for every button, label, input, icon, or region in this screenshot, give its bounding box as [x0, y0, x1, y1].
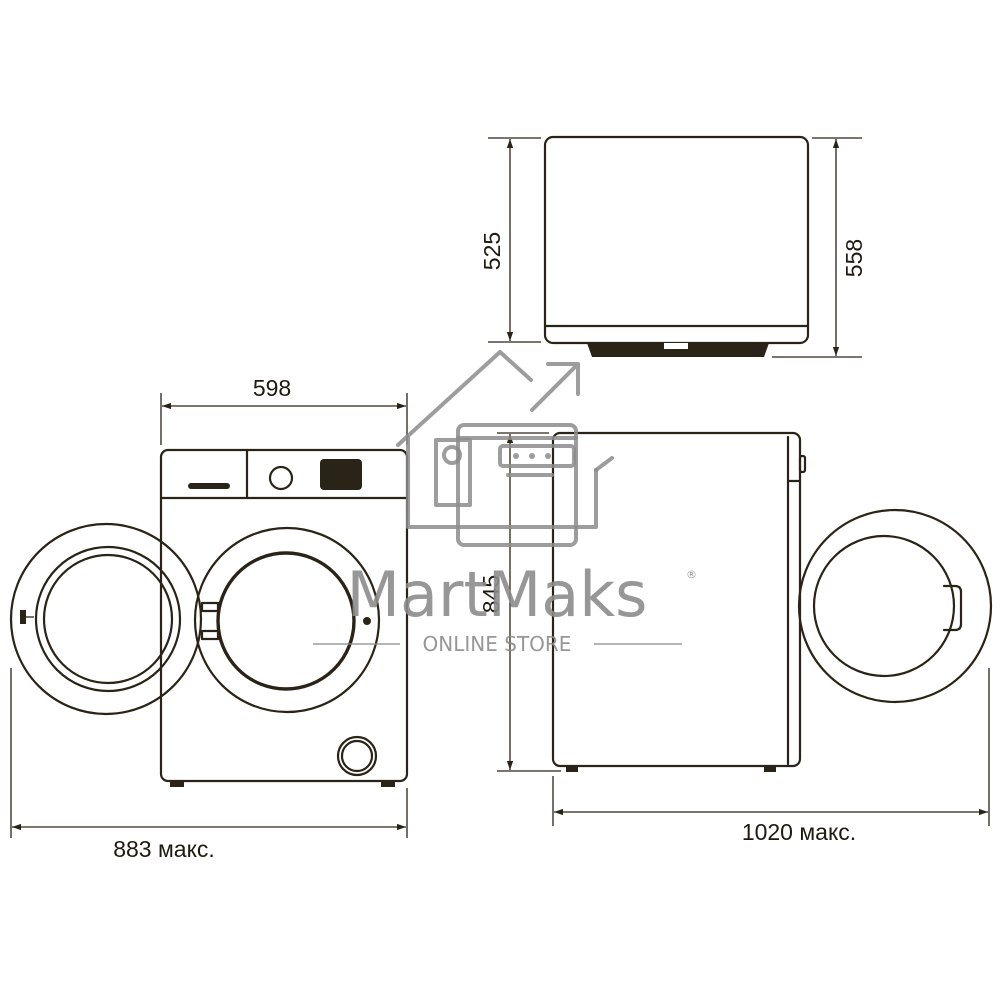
watermark-tagline: ONLINE STORE: [423, 632, 572, 656]
top-door-bulge: [587, 343, 769, 357]
side-foot-right: [764, 766, 776, 772]
open-door-middle-ring: [34, 545, 182, 693]
open-door-glass: [42, 553, 174, 685]
front-door-ring: [193, 526, 381, 714]
watermark: MartMaks ® ONLINE STORE: [313, 350, 697, 656]
side-open-door-handle: [942, 584, 963, 632]
open-door-hinge: [20, 610, 26, 624]
top-body-outline: [543, 135, 810, 345]
dimension-labels: 598 883 макс. 525 558 845 1020 макс.: [113, 232, 867, 862]
watermark-registered: ®: [686, 568, 697, 581]
label-depth-1020: 1020 макс.: [742, 819, 856, 845]
foot-right: [381, 781, 395, 787]
top-door-handle: [664, 343, 688, 349]
dimension-lines: [10, 137, 990, 838]
watermark-brand: MartMaks: [347, 558, 648, 631]
label-depth-558: 558: [841, 239, 867, 277]
foot-left: [170, 781, 184, 787]
hinge-top: [200, 601, 220, 613]
program-knob: [268, 465, 294, 491]
label-depth-525: 525: [479, 232, 505, 270]
side-open-door-inner: [812, 534, 956, 678]
side-open-door-outer: [797, 508, 993, 704]
hinge-bottom: [200, 629, 220, 641]
house-washer-logo-icon: [396, 350, 614, 547]
display-panel: [320, 459, 362, 490]
side-foot-left: [566, 766, 578, 772]
label-width-598: 598: [253, 375, 291, 401]
filter-cover-outer: [336, 735, 378, 777]
filter-cover-inner: [340, 739, 374, 773]
front-door-glass: [216, 551, 356, 691]
top-view: [543, 135, 810, 357]
side-view: [551, 431, 993, 772]
open-door-outer-ring: [9, 522, 203, 716]
label-depth-883: 883 макс.: [113, 836, 215, 862]
front-body-outline: [159, 448, 409, 783]
label-height-845: 845: [478, 575, 504, 613]
side-knob: [798, 454, 807, 474]
front-view: [9, 448, 409, 787]
drawer-handle: [188, 483, 230, 489]
door-latch: [363, 617, 371, 625]
